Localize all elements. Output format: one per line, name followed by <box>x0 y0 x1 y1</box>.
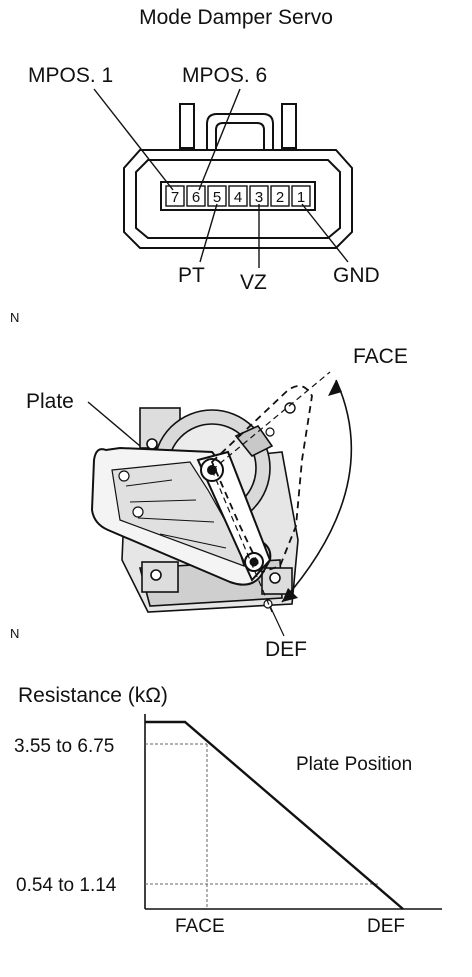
arc-arrowhead-face <box>328 380 342 396</box>
chart-guide-lines <box>145 743 380 909</box>
face-position-pin <box>284 402 296 414</box>
pin-3-label: 3 <box>255 189 263 206</box>
chart-series <box>145 720 404 910</box>
leader-mpos6 <box>198 88 241 191</box>
pin-7-label: 7 <box>171 189 179 206</box>
callout-vz: VZ <box>240 271 267 294</box>
pin-6-label: 6 <box>192 189 200 206</box>
pin-4-cell: 4 <box>228 185 248 207</box>
resistance-line <box>145 720 404 910</box>
connector-lock-inner <box>215 122 265 150</box>
pin-2-cell: 2 <box>270 185 290 207</box>
pin-1-label: 1 <box>297 189 305 206</box>
leader-mpos1 <box>93 88 174 191</box>
chart-axes <box>144 714 442 910</box>
y-tick-label-low: 0.54 to 1.14 <box>16 875 117 896</box>
def-direction-line <box>211 469 273 613</box>
chart-y-axis-title: Resistance (kΩ) <box>18 684 168 707</box>
x-tick-label-face: FACE <box>175 916 225 937</box>
leader-pt <box>199 203 218 263</box>
face-direction-line <box>211 371 331 471</box>
connector-tab-right <box>281 103 297 149</box>
arc-arrowhead-def <box>282 588 298 602</box>
y-tick-label-high: 3.55 to 6.75 <box>14 736 114 757</box>
leader-gnd <box>301 203 349 263</box>
face-position-hole <box>265 427 275 437</box>
pin-row: 7 6 5 4 3 2 1 <box>165 185 311 207</box>
connector-title: Mode Damper Servo <box>139 6 333 29</box>
connector-housing-inner <box>135 159 341 239</box>
section-marker-n-1: N <box>10 310 19 325</box>
connector-tab-left <box>179 103 195 149</box>
x-tick-label-def: DEF <box>367 916 405 937</box>
leader-def <box>269 605 285 637</box>
pin-5-cell: 5 <box>207 185 227 207</box>
def-label: DEF <box>265 638 307 661</box>
section-marker-n-2: N <box>10 626 19 641</box>
callout-mpos6: MPOS. 6 <box>182 64 267 87</box>
pin-1-cell: 1 <box>291 185 311 207</box>
plate-travel-arc <box>281 379 353 603</box>
plate-label: Plate <box>26 390 74 413</box>
callout-pt: PT <box>178 264 205 287</box>
callout-gnd: GND <box>333 264 380 287</box>
pin-5-label: 5 <box>213 189 221 206</box>
leader-plate <box>87 401 141 447</box>
callout-mpos1: MPOS. 1 <box>28 64 113 87</box>
pin-2-label: 2 <box>276 189 284 206</box>
connector-body <box>123 103 353 249</box>
chart-annotation-plate-position: Plate Position <box>296 754 412 775</box>
pin-4-label: 4 <box>234 189 242 206</box>
face-label: FACE <box>353 345 408 368</box>
pin-7-cell: 7 <box>165 185 185 207</box>
pin-6-cell: 6 <box>186 185 206 207</box>
pin-3-cell: 3 <box>249 185 269 207</box>
